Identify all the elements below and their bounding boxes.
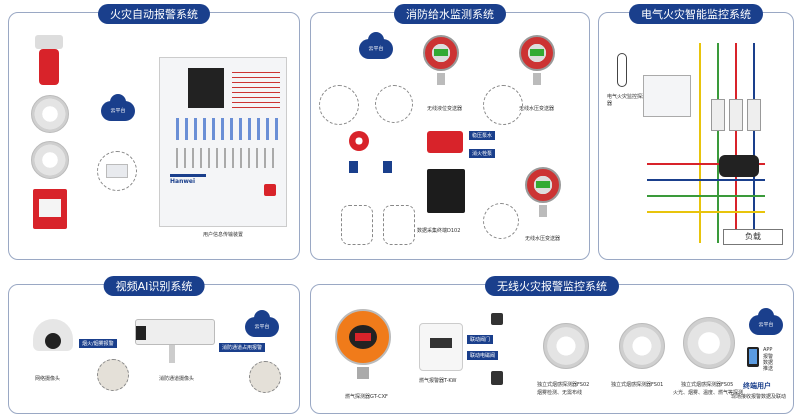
data-terminal-icon [427, 169, 465, 213]
smoke-fs01-label: 独立式烟感探测器FS01 [611, 382, 664, 388]
panel-fire-alarm: 火灾自动报警系统 云平台 Hanwei 用户信息传输装置 [8, 4, 300, 260]
scene-photo-2 [249, 361, 281, 393]
smoke-detector-fs05-icon [683, 317, 735, 369]
flow-sensor-icon-2 [383, 205, 415, 245]
app-line: 推送 [763, 366, 774, 372]
tank-sensor-icon [375, 85, 413, 123]
load-label: 负载 [745, 232, 761, 241]
manual-call-point-icon [33, 189, 67, 229]
breaker-icon [711, 99, 725, 131]
heat-detector-icon [31, 141, 69, 179]
linked-valve-tag: 联动阀门 [467, 335, 494, 344]
cloud-icon: 云平台 [101, 94, 135, 121]
panel-title: 视频AI识别系统 [103, 276, 205, 296]
bullet-camera-icon [135, 319, 215, 345]
cloud-icon: 云平台 [749, 308, 783, 335]
alarm-controller-cabinet: Hanwei [159, 57, 287, 227]
panel-title: 消防给水监测系统 [394, 4, 506, 24]
transmission-device-label: 用户信息传输装置 [203, 232, 244, 238]
camera-label-2: 消防通道摄像头 [159, 376, 195, 382]
gas-detector-icon [335, 309, 391, 365]
siren-icon [33, 35, 65, 85]
linked-solenoid-tag: 联动电磁阀 [467, 351, 499, 360]
app-line: APP [763, 347, 773, 353]
monitor-device-icon [643, 75, 691, 117]
interface-device-icon [97, 151, 137, 191]
gas-alarm-label: 燃气报警器T-KW [419, 378, 457, 384]
smoke-fs02-sub: 烟雾检测、无需布线 [537, 390, 583, 396]
pressure-label-2: 无线水压变送器 [525, 236, 561, 242]
smoke-fs05-sub: 火光、烟雾、温度、燃气等探测 [673, 390, 744, 396]
camera-label-1: 网络摄像头 [35, 376, 61, 382]
pressure-gauge-icon [519, 35, 555, 71]
gas-detector-label: 燃气探测器GT-CXF [345, 394, 388, 400]
app-line: 报警 [763, 354, 774, 360]
fire-pump-icon [427, 131, 463, 153]
mobile-phone-icon [747, 347, 759, 367]
panel-video: 视频AI识别系统 网络摄像头 烟火/烟雾报警 消防通道摄像头 云平台 消防通道占… [8, 276, 300, 414]
gas-alarm-icon [419, 323, 463, 371]
liquid-level-gauge-icon [423, 35, 459, 71]
valve-icon-1 [491, 313, 503, 325]
smoke-alarm-tag: 烟火/烟雾报警 [79, 339, 117, 348]
panel-wireless: 无线火灾报警监控系统 燃气探测器GT-CXF 燃气报警器T-KW 联动阀门 联动… [310, 276, 794, 414]
cloud-icon: 云平台 [245, 310, 279, 337]
panel-title: 电气火灾智能监控系统 [629, 4, 763, 24]
smoke-fs05-label: 独立式烟感探测器FS05 [681, 382, 734, 388]
fire-pump-tag: 消火栓泵 [469, 149, 496, 158]
terminal-user-sub: 现场接收报警数据及联动 [731, 394, 787, 400]
panel-water: 消防给水监测系统 云平台 无线液位变送器 无线水压变送器 稳压泵水 消火栓泵 数… [310, 4, 590, 260]
sensor-lead-icon [617, 53, 627, 87]
elec-device-label: 电气火灾监控探测器 [607, 94, 648, 107]
pump-start-tag: 稳压泵水 [469, 131, 496, 140]
current-transformer-icon [719, 155, 759, 177]
valve-icon-2 [491, 371, 503, 385]
cloud-icon: 云平台 [359, 32, 393, 59]
breaker-icon [729, 99, 743, 131]
panel-title: 火灾自动报警系统 [98, 4, 210, 24]
smoke-detector-fs01-icon [619, 323, 665, 369]
valve-sensor-icon-2 [483, 203, 519, 239]
pressure-label-1: 无线水压变送器 [519, 106, 555, 112]
app-line: 数据 [763, 360, 774, 366]
panel-electric: 电气火灾智能监控系统 电气火灾监控探测器 负载 [598, 4, 794, 260]
vertical-tag-right [383, 161, 392, 173]
fan-icon [349, 131, 369, 151]
breaker-icon [747, 99, 761, 131]
valve-sensor-icon [483, 85, 523, 125]
panel-title: 无线火灾报警监控系统 [485, 276, 619, 296]
smoke-detector-icon [31, 95, 69, 133]
pipe-sensor-icon [319, 85, 359, 125]
brand-label: Hanwei [170, 178, 196, 185]
data-terminal-label: 数据采集终端D102 [417, 228, 461, 234]
smoke-detector-fs02-icon [543, 323, 589, 369]
smoke-fs02-label: 独立式烟感探测器FS02 [537, 382, 590, 388]
liquid-level-label: 无线液位变送器 [427, 106, 463, 112]
scene-photo-1 [97, 359, 129, 391]
channel-alarm-tag: 消防通道占用报警 [219, 343, 266, 352]
pressure-gauge-icon-2 [525, 167, 561, 203]
vertical-tag-left [349, 161, 358, 173]
load-box: 负载 [723, 229, 783, 245]
dome-camera-icon [33, 319, 73, 351]
terminal-user-label: 终端用户 [743, 382, 771, 390]
flow-sensor-icon-1 [341, 205, 373, 245]
